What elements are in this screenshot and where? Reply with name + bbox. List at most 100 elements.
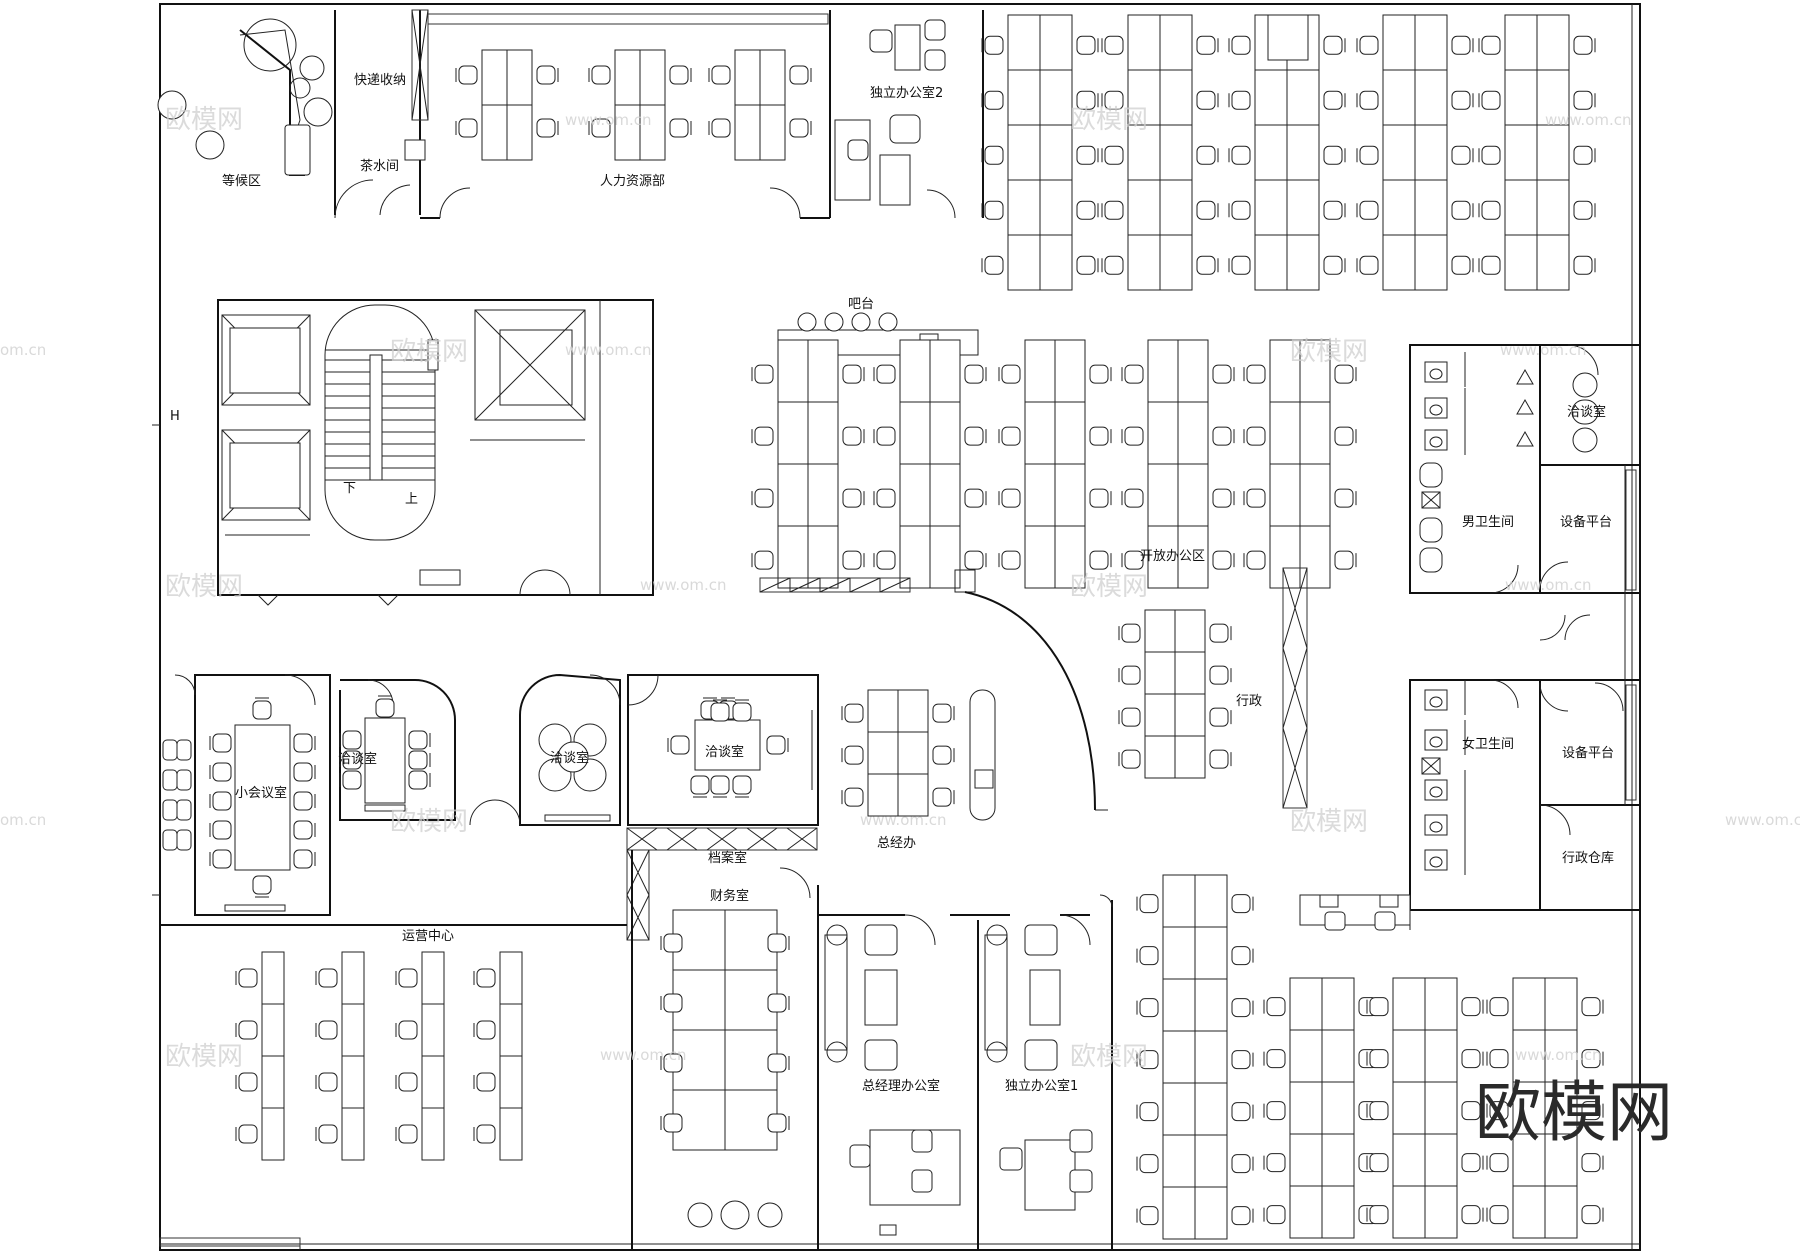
chair <box>1196 145 1216 165</box>
chair <box>408 750 428 770</box>
chair <box>1076 35 1096 55</box>
toilet <box>1424 397 1448 419</box>
chair <box>767 1053 787 1073</box>
watermark-text: 欧模网 <box>1290 337 1368 367</box>
chair <box>710 775 730 795</box>
chair <box>1001 426 1021 446</box>
chair <box>1451 200 1471 220</box>
chair <box>1359 255 1379 275</box>
chair <box>1209 707 1229 727</box>
urinal <box>1516 368 1534 385</box>
watermark-url: www.om.cn <box>1515 1046 1602 1064</box>
chair <box>767 993 787 1013</box>
chair <box>398 1072 418 1092</box>
chair <box>1139 1206 1159 1226</box>
chair <box>1573 90 1593 110</box>
left-edge-chairs <box>162 739 192 851</box>
chair <box>212 733 232 753</box>
chair <box>1581 1153 1601 1173</box>
chair <box>1121 623 1141 643</box>
chair <box>342 730 362 750</box>
chair <box>1196 35 1216 55</box>
chair <box>1489 1205 1509 1225</box>
chair <box>766 735 786 755</box>
chair <box>1581 1205 1601 1225</box>
chair <box>663 1113 683 1133</box>
left-meeting-rooms <box>162 673 819 916</box>
chair <box>1139 946 1159 966</box>
chair <box>1231 1154 1251 1174</box>
chair <box>1089 426 1109 446</box>
watermark-url: www.om.cn <box>1505 576 1592 594</box>
chair <box>476 1124 496 1144</box>
chair <box>1231 200 1251 220</box>
chair <box>1139 894 1159 914</box>
chair <box>984 145 1004 165</box>
watermark-text: 欧模网 <box>165 1042 243 1072</box>
chair <box>1359 35 1379 55</box>
chair <box>591 65 611 85</box>
chair <box>669 118 689 138</box>
chair <box>375 698 395 718</box>
chair <box>932 745 952 765</box>
chair <box>1231 90 1251 110</box>
chair <box>342 750 362 770</box>
chair <box>663 1053 683 1073</box>
chair <box>1209 623 1229 643</box>
toilet-bowl <box>1429 368 1443 380</box>
chair <box>1001 488 1021 508</box>
chair <box>1266 1049 1286 1069</box>
watermark-text: 欧模网 <box>165 105 243 135</box>
toilet <box>1424 429 1448 451</box>
chair <box>398 1124 418 1144</box>
watermark-text: 欧模网 <box>1070 572 1148 602</box>
toilet <box>1424 814 1448 836</box>
curved-wall <box>954 569 1108 821</box>
chair <box>690 775 710 795</box>
chair <box>844 703 864 723</box>
watermark-url: www.om.cn <box>1725 811 1800 829</box>
chair <box>876 550 896 570</box>
chair <box>1089 488 1109 508</box>
label-admin: 行政 <box>1236 694 1262 709</box>
chair <box>1323 200 1343 220</box>
chair <box>1001 364 1021 384</box>
chair <box>1196 255 1216 275</box>
room-labels: 等候区 快递收纳 茶水间 人力资源部 独立办公室2 吧台 开放办公区 行政 男卫… <box>222 73 1614 1094</box>
label-negotiate1: 洽谈室 <box>338 751 377 767</box>
watermark-url: www.om.cn <box>1500 341 1587 359</box>
chair <box>1461 1049 1481 1069</box>
chair <box>293 849 313 869</box>
chair <box>1451 145 1471 165</box>
chair <box>1212 364 1232 384</box>
chair <box>1121 665 1141 685</box>
chair <box>1076 90 1096 110</box>
chair <box>1323 90 1343 110</box>
chair <box>1231 894 1251 914</box>
chair <box>1231 1102 1251 1122</box>
chair <box>1212 550 1232 570</box>
outer-walls <box>152 3 1641 1251</box>
chair <box>1196 200 1216 220</box>
chair <box>984 35 1004 55</box>
watermark-url: www.om.cn <box>860 811 947 829</box>
chair <box>1246 364 1266 384</box>
chair <box>1089 364 1109 384</box>
chair <box>1481 200 1501 220</box>
chair <box>732 775 752 795</box>
chair <box>767 933 787 953</box>
chair <box>1266 1101 1286 1121</box>
label-negotiate-right: 洽谈室 <box>1567 404 1606 420</box>
chair <box>1139 1154 1159 1174</box>
toilet-bowl <box>1429 786 1443 798</box>
chair <box>1104 35 1124 55</box>
chair <box>1212 426 1232 446</box>
toilet <box>1424 849 1448 871</box>
label-small-meeting: 小会议室 <box>235 785 287 801</box>
chair <box>536 118 556 138</box>
chair <box>1076 255 1096 275</box>
chair <box>842 550 862 570</box>
chair <box>476 1072 496 1092</box>
desk-cabinet <box>1267 14 1309 61</box>
chair <box>1334 364 1354 384</box>
